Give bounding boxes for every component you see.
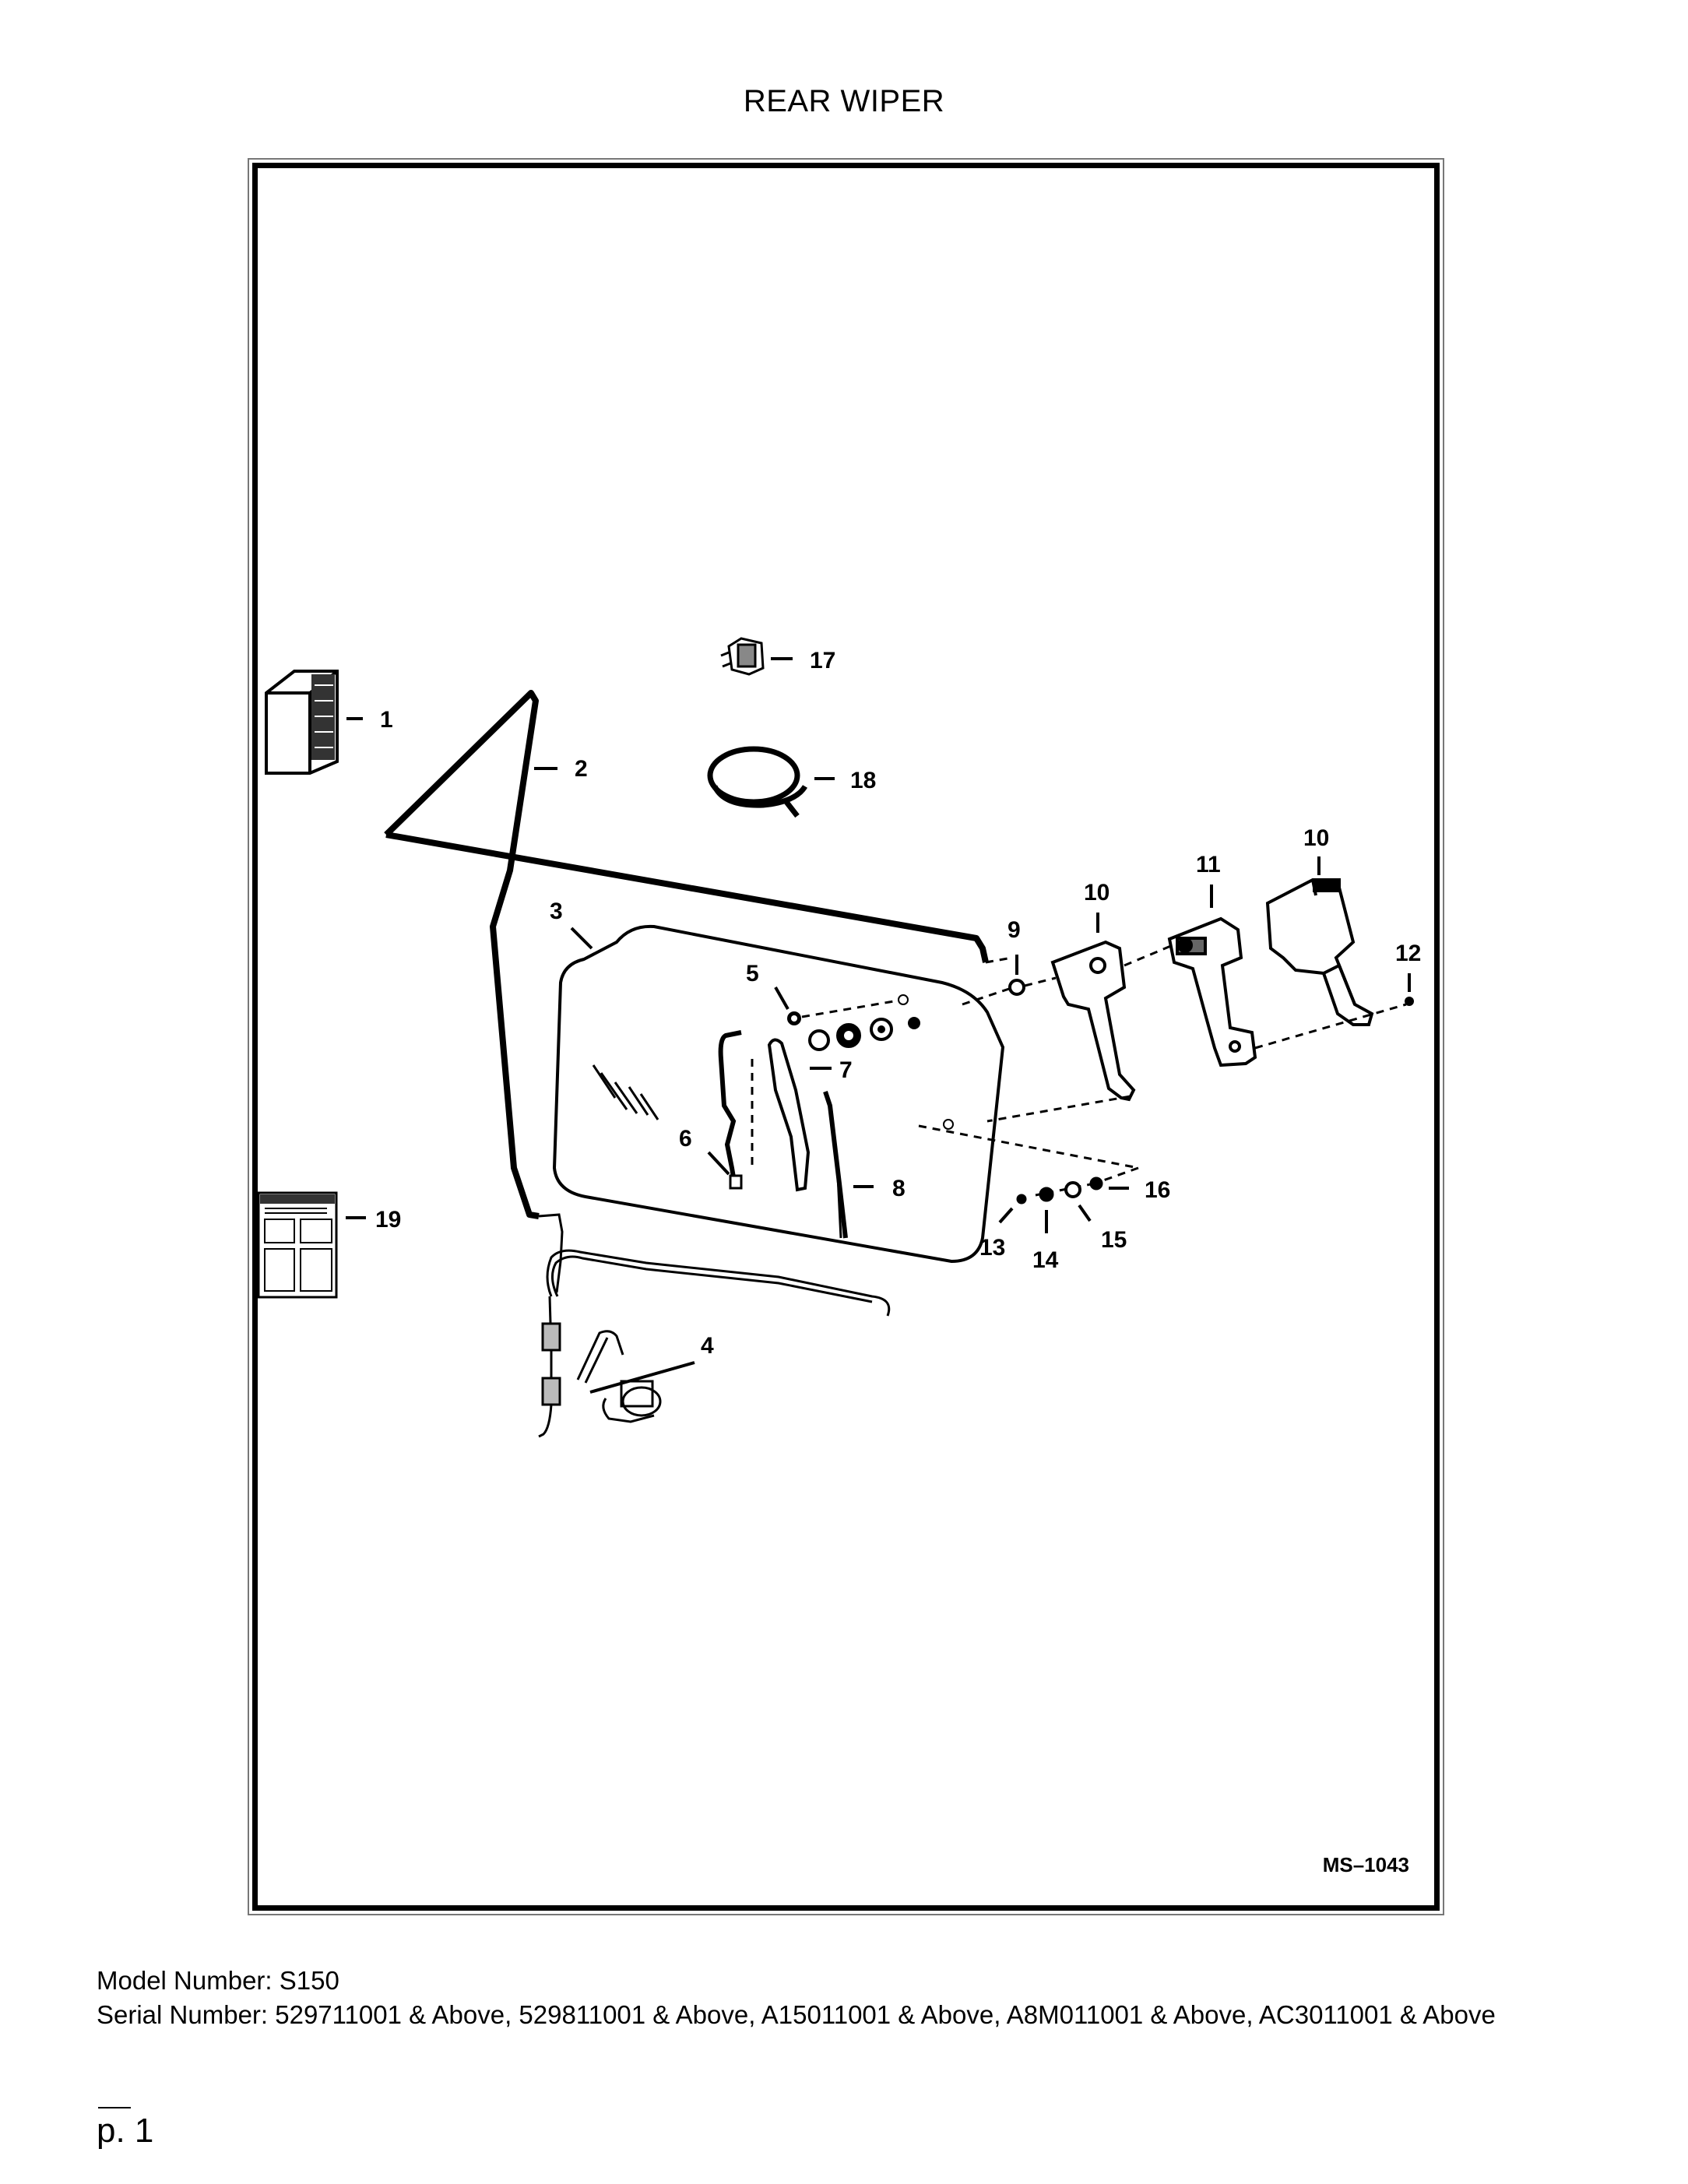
- leader-3: [570, 927, 593, 950]
- part-5-nut: [787, 1011, 801, 1025]
- part-12-screw: [1405, 997, 1414, 1006]
- footer-info: Model Number: S150 Serial Number: 529711…: [97, 1964, 1591, 2032]
- page-number: p. 1: [97, 2112, 154, 2150]
- diagram-frame: [252, 163, 1440, 1911]
- part-1-box: [265, 670, 339, 775]
- callout-10a: 10: [1084, 880, 1110, 906]
- page-title: REAR WIPER: [743, 84, 945, 118]
- callout-5: 5: [746, 961, 759, 986]
- part-19-decal: [257, 1191, 338, 1299]
- part-8-wiper-blade: [823, 1091, 848, 1239]
- callout-6: 6: [679, 1126, 692, 1152]
- diagram-frame-outer: [248, 158, 1444, 1915]
- callout-18: 18: [850, 768, 876, 793]
- page-rule: [98, 2107, 131, 2108]
- callout-9: 9: [1008, 917, 1021, 943]
- part-6-elbow: [718, 1030, 743, 1190]
- part-4-washer-pump: [538, 1213, 891, 1438]
- part-10-cover: [1265, 877, 1374, 1026]
- callout-3: 3: [550, 899, 563, 924]
- callout-10b: 10: [1303, 825, 1329, 851]
- callout-1: 1: [380, 707, 393, 733]
- callout-12: 12: [1395, 941, 1421, 966]
- part-3-glass: [552, 924, 1005, 1264]
- callout-11: 11: [1196, 852, 1221, 877]
- callout-7: 7: [839, 1057, 853, 1083]
- leader-5: [774, 986, 789, 1010]
- callout-2: 2: [575, 756, 588, 782]
- model-number: Model Number: S150: [97, 1966, 339, 1995]
- part-7-wiper-arm: [767, 1017, 920, 1192]
- callout-15: 15: [1101, 1227, 1127, 1253]
- callout-8: 8: [892, 1176, 906, 1201]
- leader-13: [998, 1207, 1014, 1224]
- callout-13: 13: [979, 1235, 1005, 1261]
- leader-4: [589, 1361, 695, 1394]
- callout-4: 4: [701, 1333, 714, 1359]
- part-13-16-hardware: [1016, 1176, 1103, 1205]
- callout-16: 16: [1145, 1177, 1170, 1203]
- part-9-ring: [1008, 979, 1025, 996]
- serial-number: Serial Number: 529711001 & Above, 529811…: [97, 2000, 1496, 2029]
- leader-15: [1078, 1204, 1092, 1222]
- leader-6: [707, 1151, 730, 1176]
- part-18-hose-coil: [707, 746, 807, 818]
- part-2-seal: [384, 690, 989, 1219]
- part-10-bracket: [1050, 940, 1136, 1102]
- part-17-switch: [720, 637, 765, 676]
- callout-17: 17: [810, 648, 835, 673]
- assembly-dashed-lines: [751, 944, 1407, 1197]
- drawing-ref: MS–1043: [1323, 1853, 1409, 1876]
- callout-14: 14: [1032, 1247, 1059, 1273]
- callout-19: 19: [375, 1207, 401, 1233]
- part-11-motor: [1167, 916, 1257, 1067]
